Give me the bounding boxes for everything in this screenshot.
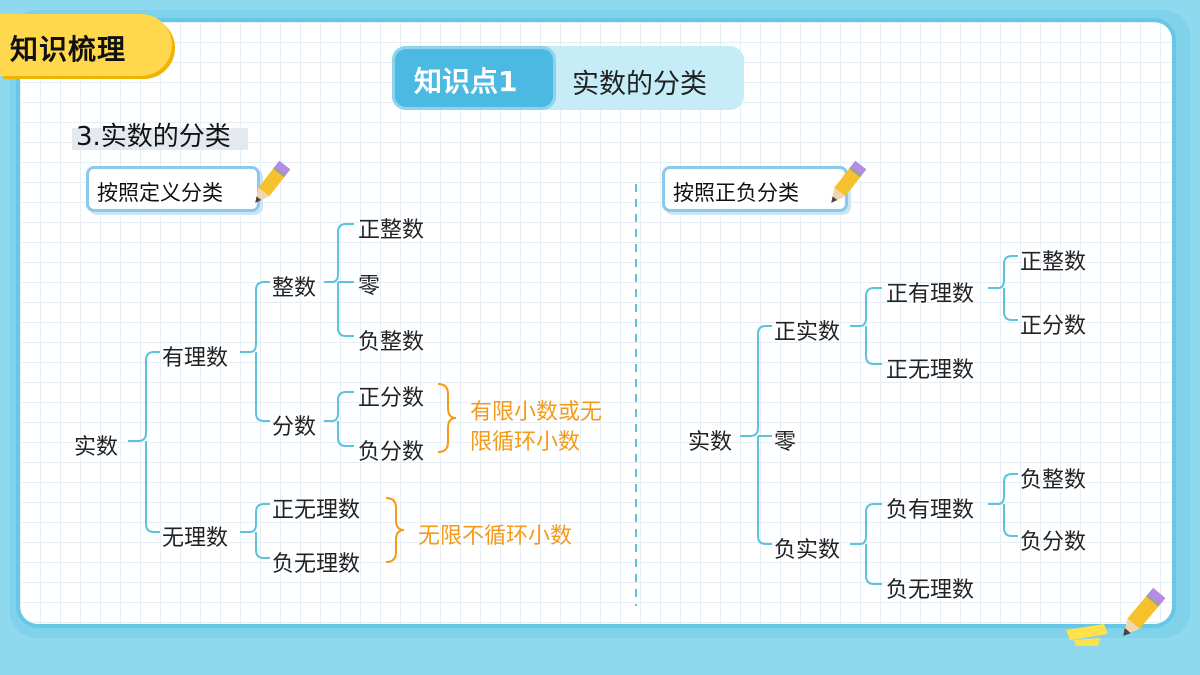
connector-fraction-negative xyxy=(337,421,354,447)
negative-fraction-node: 负分数 xyxy=(358,440,425,465)
right-positive-fraction-node: 正分数 xyxy=(1020,314,1087,339)
zero-node: 零 xyxy=(358,274,381,299)
sign-classification-tag: 按照正负分类 xyxy=(662,166,848,212)
section-title: 3.实数的分类 xyxy=(76,122,231,152)
right-positive-integer-node: 正整数 xyxy=(1020,250,1087,275)
connector-posreal-posirrational xyxy=(865,326,882,365)
positive-rational-node: 正有理数 xyxy=(886,282,975,307)
connector-integer-negative xyxy=(337,282,354,337)
connector-root-irrational xyxy=(145,441,160,533)
decorative-pencil-icon xyxy=(1066,587,1166,646)
positive-integer-node: 正整数 xyxy=(358,218,425,243)
right-zero-node: 零 xyxy=(774,430,797,455)
connector-posreal-posrational xyxy=(850,287,882,327)
knowledge-point-title: 实数的分类 xyxy=(572,69,707,100)
right-negative-integer-node: 负整数 xyxy=(1020,468,1087,493)
negative-irrational-node: 负无理数 xyxy=(886,578,975,603)
connector-irrational-positive xyxy=(240,503,270,533)
negative-integer-node: 负整数 xyxy=(358,330,425,355)
positive-real-node: 正实数 xyxy=(774,320,841,345)
infinite-decimal-note: 无限不循环小数 xyxy=(418,524,573,549)
definition-classification-tag: 按照定义分类 xyxy=(86,166,260,212)
negative-rational-node: 负有理数 xyxy=(886,498,975,523)
right-negative-fraction-node: 负分数 xyxy=(1020,530,1087,555)
section-badge: 知识梳理 xyxy=(0,14,172,76)
infinite-decimal-brace xyxy=(385,497,405,563)
fraction-node: 分数 xyxy=(272,415,317,440)
connector-posrational-posfrac xyxy=(1003,288,1018,321)
finite-decimal-brace xyxy=(437,383,457,453)
finite-decimal-note-line2: 限循环小数 xyxy=(470,430,581,455)
definition-tag-label: 按照定义分类 xyxy=(97,181,223,205)
connector-negrational-negfrac xyxy=(1003,504,1018,537)
connector-right-root-negative xyxy=(757,436,772,545)
connector-negrational-negint xyxy=(988,473,1018,505)
pencil-icon xyxy=(255,160,291,203)
connector-integer-positive xyxy=(324,223,354,283)
negative-irrational-node: 负无理数 xyxy=(272,552,361,577)
knowledge-point-label-box: 知识点1 xyxy=(392,46,556,110)
irrational-node: 无理数 xyxy=(162,526,229,551)
positive-irrational-node: 正无理数 xyxy=(272,498,361,523)
finite-decimal-note-line1: 有限小数或无 xyxy=(470,400,603,425)
section-title-highlight xyxy=(72,128,248,150)
positive-fraction-node: 正分数 xyxy=(358,386,425,411)
connector-root-rational xyxy=(128,351,160,442)
connector-posrational-posint xyxy=(988,255,1018,289)
section-badge-label: 知识梳理 xyxy=(10,33,127,66)
rational-node: 有理数 xyxy=(162,346,229,371)
left-root-node: 实数 xyxy=(74,435,119,460)
integer-node: 整数 xyxy=(272,276,317,301)
sign-tag-label: 按照正负分类 xyxy=(673,181,799,205)
pencil-icon xyxy=(831,160,867,203)
connector-irrational-negative xyxy=(255,532,270,559)
negative-real-node: 负实数 xyxy=(774,538,841,563)
connector-fraction-positive xyxy=(324,391,354,422)
knowledge-point-label: 知识点1 xyxy=(414,65,518,98)
content-card xyxy=(16,18,1176,628)
positive-irrational-node: 正无理数 xyxy=(886,358,975,383)
connector-rational-fraction xyxy=(255,352,270,422)
connector-right-root-positive xyxy=(740,325,772,437)
connector-negreal-negrational xyxy=(850,503,882,545)
connector-rational-integer xyxy=(240,281,270,353)
right-root-node: 实数 xyxy=(688,430,733,455)
connector-negreal-negirrational xyxy=(865,544,882,585)
